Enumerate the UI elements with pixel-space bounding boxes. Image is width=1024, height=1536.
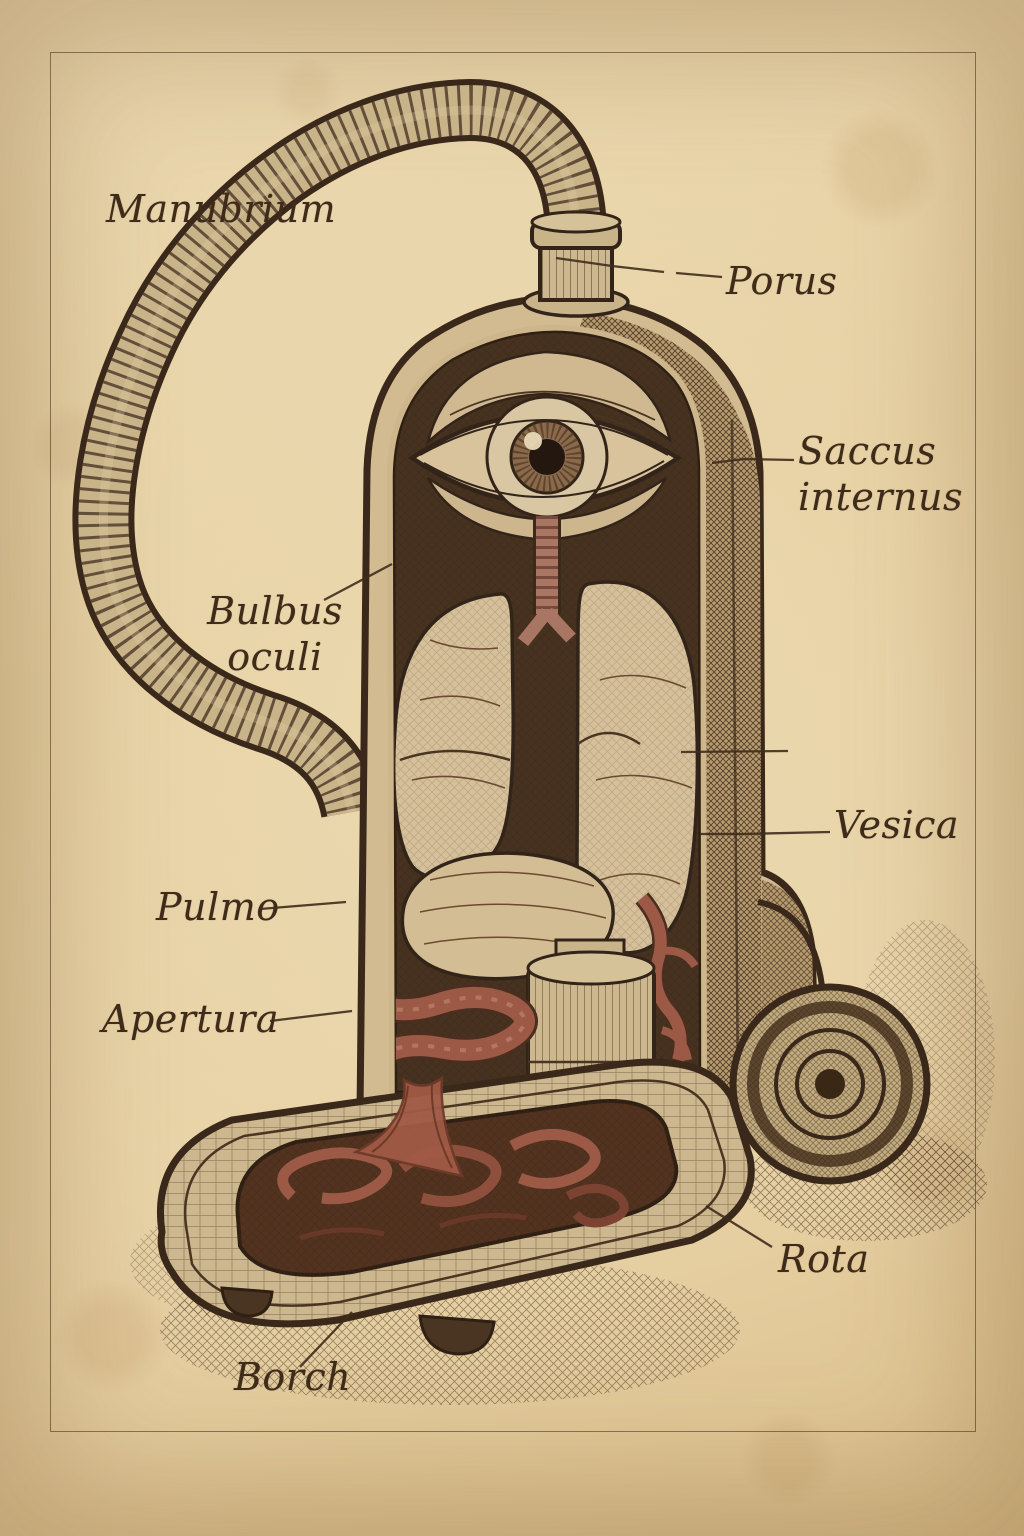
hose (72, 78, 607, 819)
leader-porus (555, 256, 723, 279)
label-apertura: Apertura (102, 997, 279, 1041)
eye-bulbus-oculi (407, 350, 683, 542)
leader-borch (299, 1311, 353, 1368)
left-lung (394, 592, 515, 881)
leader-lines (259, 256, 831, 1368)
label-vesica: Vesica (834, 803, 960, 847)
intestines (394, 951, 538, 1092)
trachea (517, 516, 576, 647)
vessels-red (635, 892, 699, 1063)
label-manubrium: Manubrium (106, 187, 337, 231)
label-borch: Borch (234, 1355, 352, 1399)
label-saccus-internus: Saccus internus (798, 428, 963, 521)
right-lung (575, 580, 700, 955)
leader-rota (705, 1205, 773, 1248)
leader-bulbus-oculi (323, 562, 393, 602)
leader-vesica (700, 830, 831, 836)
label-porus: Porus (726, 259, 838, 303)
label-bulbus-line2: oculi (227, 635, 323, 680)
label-bulbus-line1: Bulbus (207, 589, 343, 633)
label-saccus-line1: Saccus (798, 429, 937, 473)
front-foot (220, 1286, 496, 1356)
leader-apertura (269, 1009, 353, 1023)
label-bulbus-oculi: Bulbus oculi (195, 588, 355, 681)
leader-vesica-upper (680, 749, 789, 754)
collar-porus (522, 210, 630, 318)
rear-wheel (729, 983, 931, 1185)
label-pulmo: Pulmo (156, 885, 280, 929)
leader-pulmo (259, 900, 347, 911)
leader-saccus-internus (711, 457, 795, 465)
label-rota: Rota (778, 1237, 870, 1281)
tray-debris (277, 1075, 629, 1241)
label-saccus-line2: internus (798, 475, 963, 520)
